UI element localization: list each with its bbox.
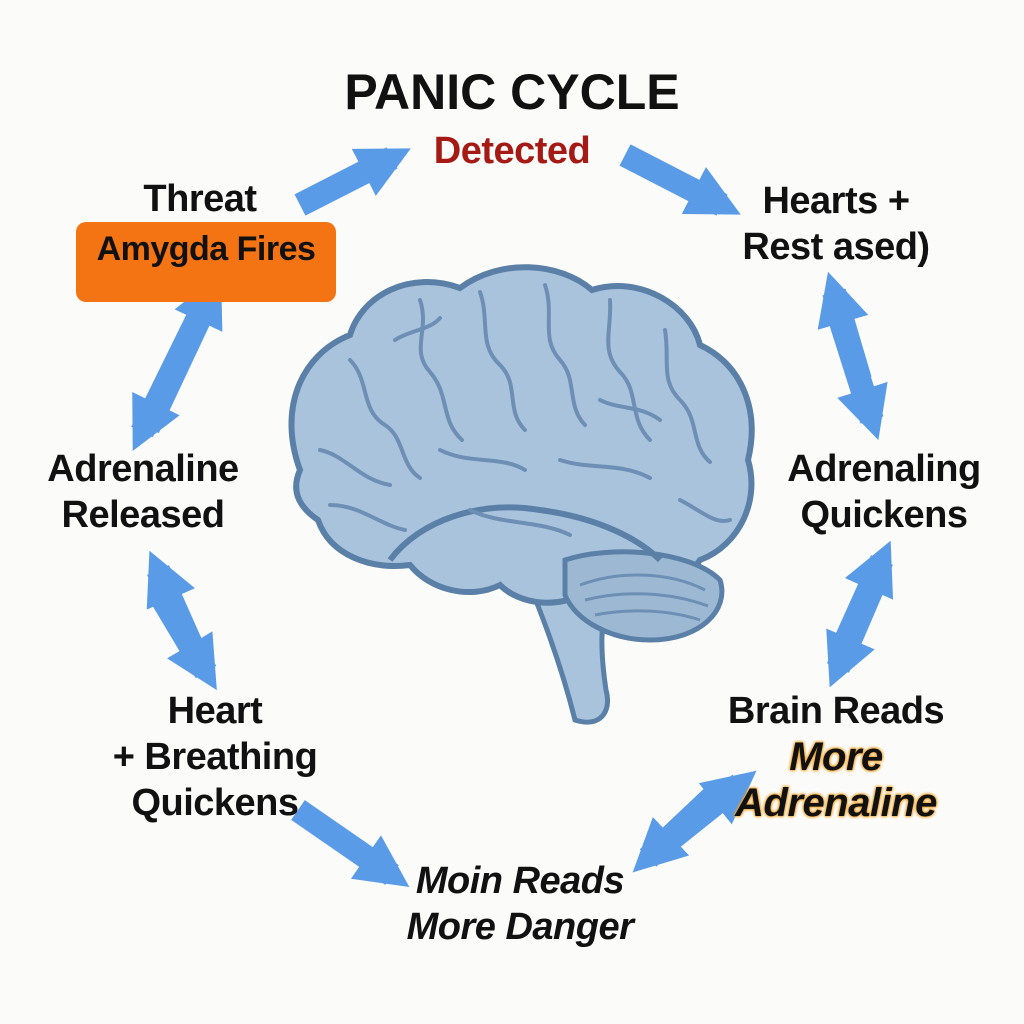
node-hearts-line2: Rest ased) <box>742 226 930 268</box>
arrow-amygdala-to-adrenaline <box>131 312 209 451</box>
arrow-threat-to-detected <box>294 147 411 216</box>
cerebrum <box>288 264 755 606</box>
node-threat: Threat <box>143 178 257 220</box>
node-heart-line2: + Breathing <box>112 736 318 778</box>
node-adrenaline-released-line2: Released <box>61 494 225 536</box>
node-moin-reads-line1: Moin Reads <box>415 860 625 902</box>
arrow-hearts-to-adrenaling-back <box>817 271 872 384</box>
node-brain-reads-line1: Brain Reads <box>727 690 945 732</box>
node-moin-reads-line2: More Danger <box>406 906 634 948</box>
node-adrenaling-quickens-line2: Quickens <box>800 494 968 536</box>
node-adrenaline-released-line1: Adrenaline <box>47 448 239 490</box>
amygdala-highlight-box <box>76 222 336 302</box>
node-brain-reads-line3: Adrenaline <box>735 781 937 825</box>
node-brain-reads-more-adrenaline: Brain Reads More Adrenaline <box>710 688 962 826</box>
node-heart-line3: Quickens <box>131 782 299 824</box>
brain-illustration <box>288 264 755 725</box>
node-heart-line1: Heart <box>167 690 263 732</box>
node-adrenaling-quickens: Adrenaling Quickens <box>766 446 1002 538</box>
temporal-lobe <box>387 504 663 563</box>
node-detected: Detected <box>433 130 591 172</box>
arrow-moin-to-brain-reads <box>652 770 757 858</box>
node-hearts: Hearts + Rest ased) <box>716 178 956 270</box>
arrow-heart-to-moin <box>291 800 410 888</box>
diagram-title: PANIC CYCLE <box>344 64 680 120</box>
node-brain-reads-line2: More <box>789 735 883 779</box>
node-moin-reads-more-danger: Moin Reads More Danger <box>398 858 642 950</box>
node-adrenaline-released: Adrenaline Released <box>18 446 268 538</box>
node-hearts-line1: Hearts + <box>762 180 910 222</box>
arrow-adrenaling-to-brain-reads-back <box>835 540 894 645</box>
arrow-detected-to-hearts <box>619 144 741 216</box>
cerebellum <box>562 549 725 643</box>
node-adrenaling-quickens-line1: Adrenaling <box>787 448 981 490</box>
arrow-adrenaline-to-heart <box>149 588 217 691</box>
node-amygdala-fires: Amygda Fires <box>96 230 316 268</box>
node-heart-breathing-quickens: Heart + Breathing Quickens <box>100 688 330 826</box>
